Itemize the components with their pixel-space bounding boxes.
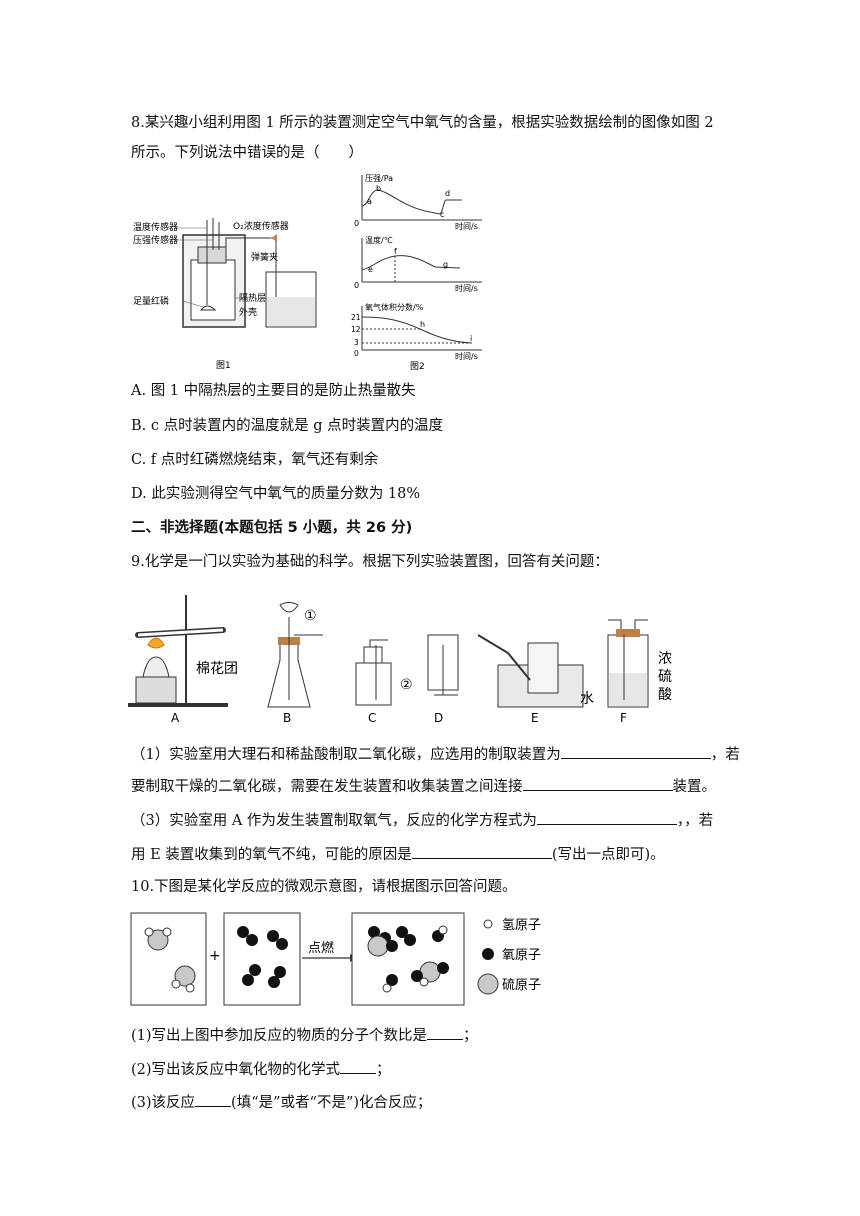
q9-p3a: （3）实验室用 A 作为发生装置制取氧气，反应的化学方程式为 xyxy=(131,813,537,829)
q9-answer-blank-1[interactable] xyxy=(560,743,711,759)
g1-point-d: d xyxy=(445,189,450,198)
q8-option-d: D. 此实验测得空气中氧气的质量分数为 18% xyxy=(131,486,421,502)
q9-label-b: B xyxy=(283,711,291,725)
g2-point-f: f xyxy=(394,247,397,256)
g1-point-c: c xyxy=(440,210,444,219)
q8-option-a: A. 图 1 中隔热层的主要目的是防止热量散失 xyxy=(131,383,416,399)
fig1-label-insulation: 隔热层 xyxy=(239,292,266,304)
q9-p1d: 装置。 xyxy=(672,779,717,795)
q10-answer-blank-3[interactable] xyxy=(195,1091,232,1107)
q10-reaction-figure: + 点燃 氢原子 氧原子 硫原子 xyxy=(130,912,541,1006)
q8-figure2: 压强/Pa 时间/s 0 a b c d 温度/℃ 时间/s 0 e f g 氧… xyxy=(351,174,482,372)
q9-label-d: D xyxy=(434,711,443,725)
q9-p1b: ，若 xyxy=(710,747,740,763)
q10-s1b: ； xyxy=(463,1028,478,1044)
q9-apparatus-figure: 棉花团 A ① B ② C D 水 E 浓 硫 酸 F xyxy=(128,595,672,725)
g3-tick-0: 0 xyxy=(354,349,359,358)
q9-p3c: 用 E 装置收集到的氧气不纯，可能的原因是 xyxy=(131,847,412,863)
q9-p3d: (写出一点即可)。 xyxy=(551,847,665,863)
g3-point-h: h xyxy=(420,320,425,329)
q9-p3b: ，，若 xyxy=(676,813,714,829)
q9-circle-2: ② xyxy=(400,677,413,693)
q8-option-c: C. f 点时红磷燃烧结束，氧气还有剩余 xyxy=(131,452,379,468)
q9-answer-blank-2[interactable] xyxy=(522,775,673,791)
legend-sulfur: 硫原子 xyxy=(502,978,541,993)
g2-point-e: e xyxy=(368,265,373,274)
g3-point-i: i xyxy=(470,334,472,343)
q10-answer-blank-1[interactable] xyxy=(427,1024,464,1040)
temperature-curve xyxy=(361,255,461,271)
q8-stem-line1: 8.某兴趣小组利用图 1 所示的装置测定空气中氧气的含量，根据实验数据绘制的图像… xyxy=(131,115,714,131)
q9-part1-line2: 要制取干燥的二氧化碳，需要在发生装置和收集装置之间连接 装置。 xyxy=(131,775,716,797)
q9-label-acid-1: 浓 xyxy=(658,651,672,667)
q9-stem: 9.化学是一门以实验为基础的科学。根据下列实验装置图，回答有关问题： xyxy=(131,554,609,570)
q10-answer-blank-2[interactable] xyxy=(340,1058,377,1074)
q9-part3-line2: 用 E 装置收集到的氧气不纯，可能的原因是 (写出一点即可)。 xyxy=(131,843,665,865)
q10-sub2: (2)写出该反应中氧化物的化学式 ； xyxy=(131,1058,391,1080)
q9-label-f: F xyxy=(620,711,627,725)
fig1-caption: 图1 xyxy=(216,360,231,371)
g3-xlabel: 时间/s xyxy=(455,351,478,361)
fig1-label-phosphorus: 足量红磷 xyxy=(133,295,169,307)
q10-sub3: (3)该反应 (填“是”或者“不是”)化合反应； xyxy=(131,1091,432,1113)
fig2-caption: 图2 xyxy=(410,361,425,372)
q10-s2a: (2)写出该反应中氧化物的化学式 xyxy=(131,1062,341,1078)
q9-p1c: 要制取干燥的二氧化碳，需要在发生装置和收集装置之间连接 xyxy=(131,779,523,795)
section-heading: 二、非选择题(本题包括 5 小题，共 26 分) xyxy=(131,520,413,536)
g2-ylabel: 温度/℃ xyxy=(365,235,393,245)
q9-p1a: （1）实验室用大理石和稀盐酸制取二氧化碳，应选用的制取装置为 xyxy=(131,747,561,763)
q10-s3a: (3)该反应 xyxy=(131,1095,196,1111)
q9-answer-blank-3[interactable] xyxy=(536,809,677,825)
g1-point-a: a xyxy=(367,197,372,206)
oxygen-curve xyxy=(361,316,473,344)
q10-s3b: (填“是”或者“不是”)化合反应； xyxy=(231,1095,432,1111)
g2-point-g: g xyxy=(443,260,448,269)
q9-label-cotton: 棉花团 xyxy=(196,660,238,677)
g3-tick-3: 3 xyxy=(354,338,359,347)
fig1-label-shell: 外壳 xyxy=(239,306,257,318)
q9-label-e: E xyxy=(531,711,539,725)
g3-ylabel: 氧气体积分数/% xyxy=(365,302,424,312)
fig1-label-pressure: 压强传感器 xyxy=(133,234,178,246)
q10-plus: + xyxy=(209,948,221,964)
q9-circle-1: ① xyxy=(304,608,317,624)
g1-ylabel: 压强/Pa xyxy=(365,174,393,183)
q10-s1a: (1)写出上图中参加反应的物质的分子个数比是 xyxy=(131,1028,428,1044)
g3-tick-12: 12 xyxy=(351,325,361,334)
g3-tick-21: 21 xyxy=(351,313,361,322)
q9-label-water: 水 xyxy=(580,691,594,707)
q10-sub1: (1)写出上图中参加反应的物质的分子个数比是 ； xyxy=(131,1024,478,1046)
g2-xlabel: 时间/s xyxy=(455,283,478,293)
q8-option-b: B. c 点时装置内的温度就是 g 点时装置内的温度 xyxy=(131,418,444,434)
fig1-label-clamp: 弹簧夹 xyxy=(251,251,278,263)
q9-label-acid-2: 硫 xyxy=(658,669,672,685)
q9-part3-line1: （3）实验室用 A 作为发生装置制取氧气，反应的化学方程式为 ，，若 xyxy=(131,809,713,831)
q9-label-acid-3: 酸 xyxy=(658,687,672,703)
q9-label-a: A xyxy=(171,711,180,725)
g1-origin: 0 xyxy=(354,219,359,228)
q10-s2b: ； xyxy=(376,1062,391,1078)
g1-xlabel: 时间/s xyxy=(455,221,478,231)
fig1-label-o2: O₂浓度传感器 xyxy=(233,220,289,232)
q10-stem: 10.下图是某化学反应的微观示意图，请根据图示回答问题。 xyxy=(131,879,517,895)
q9-answer-blank-4[interactable] xyxy=(411,843,552,859)
q10-arrow-label: 点燃 xyxy=(308,940,334,956)
legend-oxygen: 氧原子 xyxy=(502,948,541,963)
pressure-curve xyxy=(361,189,462,215)
g1-point-b: b xyxy=(376,184,381,193)
legend-hydrogen: 氢原子 xyxy=(502,918,541,933)
q8-figure1: 温度传感器 压强传感器 O₂浓度传感器 弹簧夹 足量红磷 隔热层 外壳 图1 xyxy=(133,218,317,371)
g2-origin: 0 xyxy=(354,281,359,290)
fig1-label-temp: 温度传感器 xyxy=(133,221,178,233)
q9-label-c: C xyxy=(368,711,376,725)
q8-stem-line2: 所示。下列说法中错误的是（ ） xyxy=(131,145,363,161)
q9-part1-line1: （1）实验室用大理石和稀盐酸制取二氧化碳，应选用的制取装置为 ，若 xyxy=(131,743,740,765)
